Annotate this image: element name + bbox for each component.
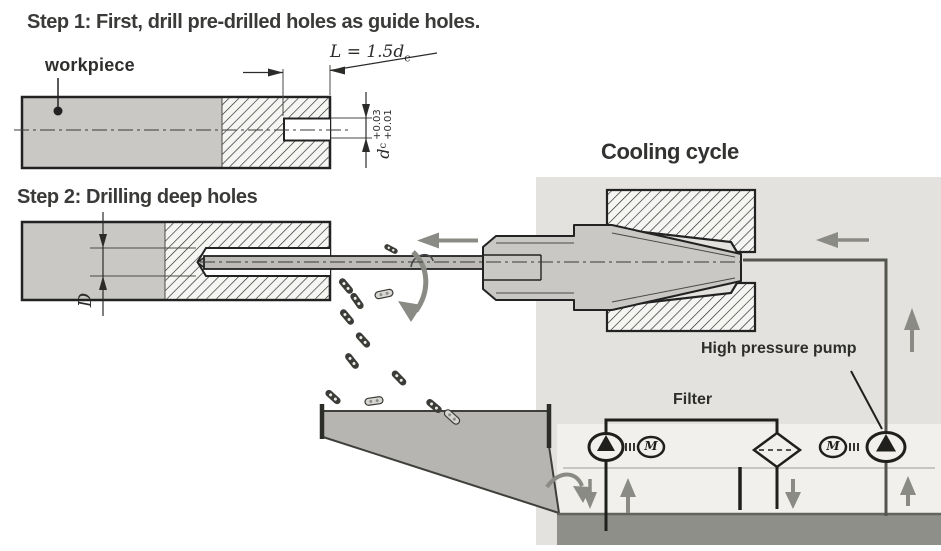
length-dimension-label: L = 1.5dc xyxy=(330,42,411,65)
step1-title: Step 1: First, drill pre-drilled holes a… xyxy=(27,11,480,33)
motor-left-symbol xyxy=(636,435,666,459)
workpiece-label: workpiece xyxy=(45,55,135,75)
hydraulic-circuit xyxy=(587,370,907,531)
pilot-hole-diameter-dimension xyxy=(331,92,372,168)
pump-leader-line xyxy=(850,370,883,430)
cooling-cycle-title: Cooling cycle xyxy=(601,139,739,164)
falling-chips xyxy=(325,278,461,425)
motor-right-letter: M xyxy=(826,439,840,453)
deep-hole-diameter-dimension xyxy=(99,212,107,316)
feed-direction-arrow xyxy=(417,232,478,249)
step1-workpiece-drawing xyxy=(14,52,438,170)
chip-chute xyxy=(319,404,560,514)
high-pressure-pump-label: High pressure pump xyxy=(701,340,857,357)
length-dimension xyxy=(243,52,438,116)
motor-left-letter: M xyxy=(644,439,658,453)
tank-flow-arrows xyxy=(545,472,916,513)
motor-right-symbol xyxy=(818,435,848,459)
coolant-tank xyxy=(557,467,941,545)
coolant-piping xyxy=(743,258,888,516)
coolant-flow-arrows xyxy=(816,232,920,352)
filter-label: Filter xyxy=(673,391,713,408)
spindle-assembly xyxy=(482,188,757,333)
diameter-dimension-label: D xyxy=(74,292,96,308)
chip-on-rod xyxy=(384,244,398,254)
chip-curl xyxy=(410,254,434,268)
tool-holder xyxy=(482,224,742,311)
chip-fall-arrow xyxy=(398,250,429,322)
step2-title: Step 2: Drilling deep holes xyxy=(17,186,258,208)
